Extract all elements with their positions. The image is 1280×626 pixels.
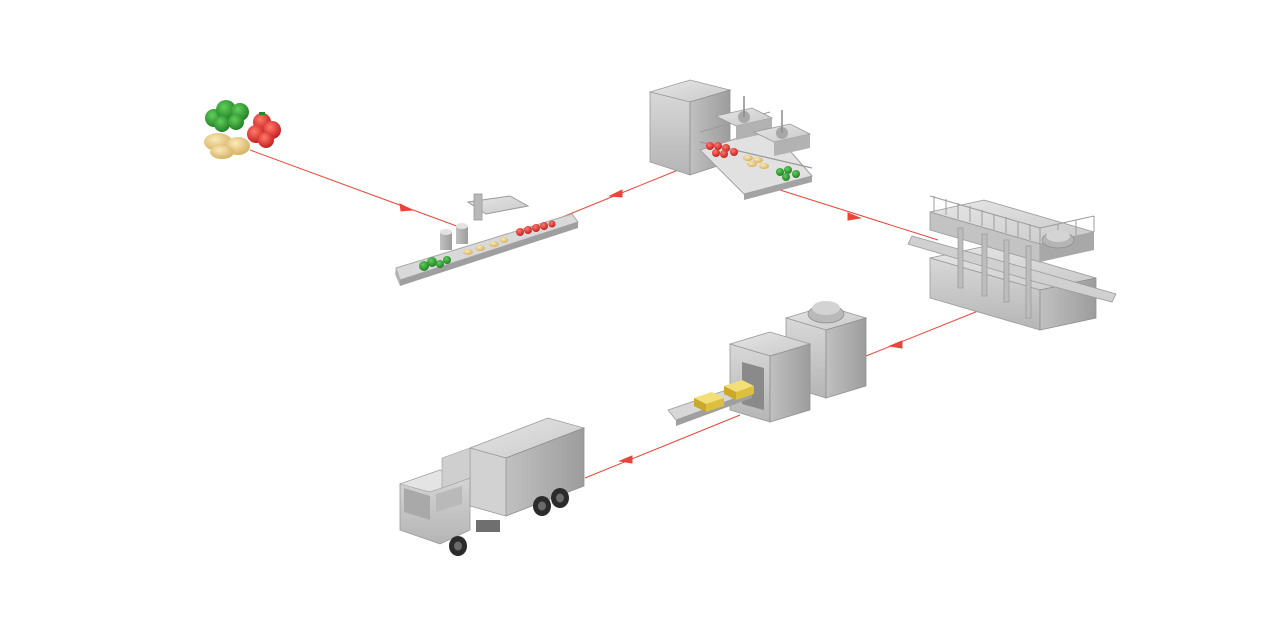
broccoli [205, 100, 249, 132]
tray-broccoli [776, 166, 800, 181]
windshield [404, 488, 430, 520]
wheels [449, 488, 569, 556]
frozen-packages [694, 380, 754, 412]
side-window [436, 486, 462, 512]
fan-units [714, 96, 812, 156]
support-posts [957, 227, 1032, 319]
tray-potatoes [743, 155, 769, 169]
flow-arrow-3 [779, 189, 939, 241]
tray-tomatoes [706, 142, 738, 158]
belt-tomatoes [516, 220, 556, 236]
railing [929, 195, 1095, 244]
tomatoes [247, 112, 281, 148]
blanching-machine-icon [648, 79, 813, 200]
potatoes [204, 133, 250, 159]
refrigerated-truck-icon [398, 417, 586, 556]
arrow-head-2 [608, 189, 623, 198]
arrow-head-4 [888, 340, 903, 349]
flow-arrow-4 [865, 302, 999, 357]
arrow-head-1 [399, 203, 414, 212]
flow-arrow-1 [249, 149, 463, 229]
packaging-machine-icon [667, 301, 868, 426]
belt-potatoes [463, 237, 508, 255]
vegetables-icon [204, 100, 281, 159]
arrow-head-3 [847, 212, 862, 221]
tunnel-freezer-icon [907, 195, 1117, 331]
sorting-conveyor-icon [395, 193, 579, 286]
tanks [440, 223, 468, 250]
flow-arrows [249, 149, 999, 479]
flow-arrow-5 [584, 414, 741, 479]
belt-broccoli [419, 256, 451, 271]
arrow-head-5 [618, 455, 633, 464]
